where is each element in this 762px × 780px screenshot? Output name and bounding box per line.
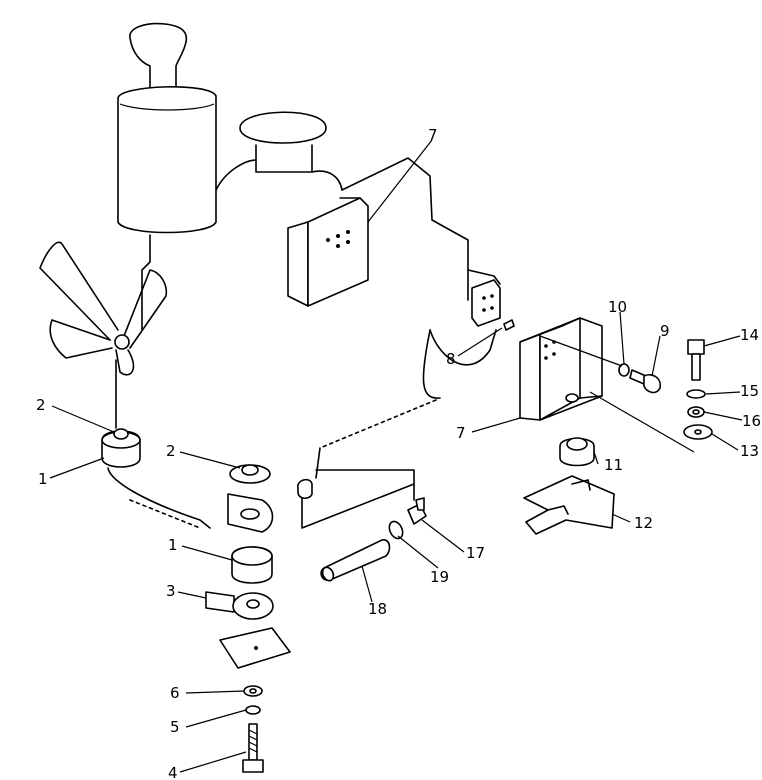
callout-8: 8 — [446, 350, 456, 368]
callout-17: 17 — [466, 544, 485, 562]
callout-16: 16 — [742, 412, 761, 430]
callout-1-upper: 1 — [38, 470, 48, 488]
leader-lines — [49, 139, 743, 773]
callout-14: 14 — [740, 326, 759, 344]
callout-7-upper: 7 — [428, 126, 438, 144]
callout-2-lower: 2 — [166, 442, 176, 460]
callout-6: 6 — [170, 684, 180, 702]
callout-15: 15 — [740, 382, 759, 400]
callout-10: 10 — [608, 298, 627, 316]
engine-assembly — [39, 22, 501, 529]
callout-19: 19 — [430, 568, 449, 586]
callout-13: 13 — [740, 442, 759, 460]
callout-3: 3 — [166, 582, 176, 600]
callout-12: 12 — [634, 514, 653, 532]
hose-assembly — [297, 469, 427, 582]
left-mount-stack — [101, 428, 291, 773]
callout-1-lower: 1 — [168, 536, 178, 554]
callout-11: 11 — [604, 456, 623, 474]
callout-5: 5 — [170, 718, 180, 736]
callout-labels: 1 1 2 2 3 4 5 6 7 7 8 9 10 11 12 13 14 1… — [36, 126, 761, 780]
engine-bracket-top — [287, 197, 369, 307]
right-mount-assembly — [503, 317, 713, 535]
callout-7-lower: 7 — [456, 424, 466, 442]
callout-18: 18 — [368, 600, 387, 618]
callout-4: 4 — [168, 764, 178, 780]
fan — [39, 241, 168, 429]
callout-9: 9 — [660, 322, 670, 340]
callout-2-upper: 2 — [36, 396, 46, 414]
